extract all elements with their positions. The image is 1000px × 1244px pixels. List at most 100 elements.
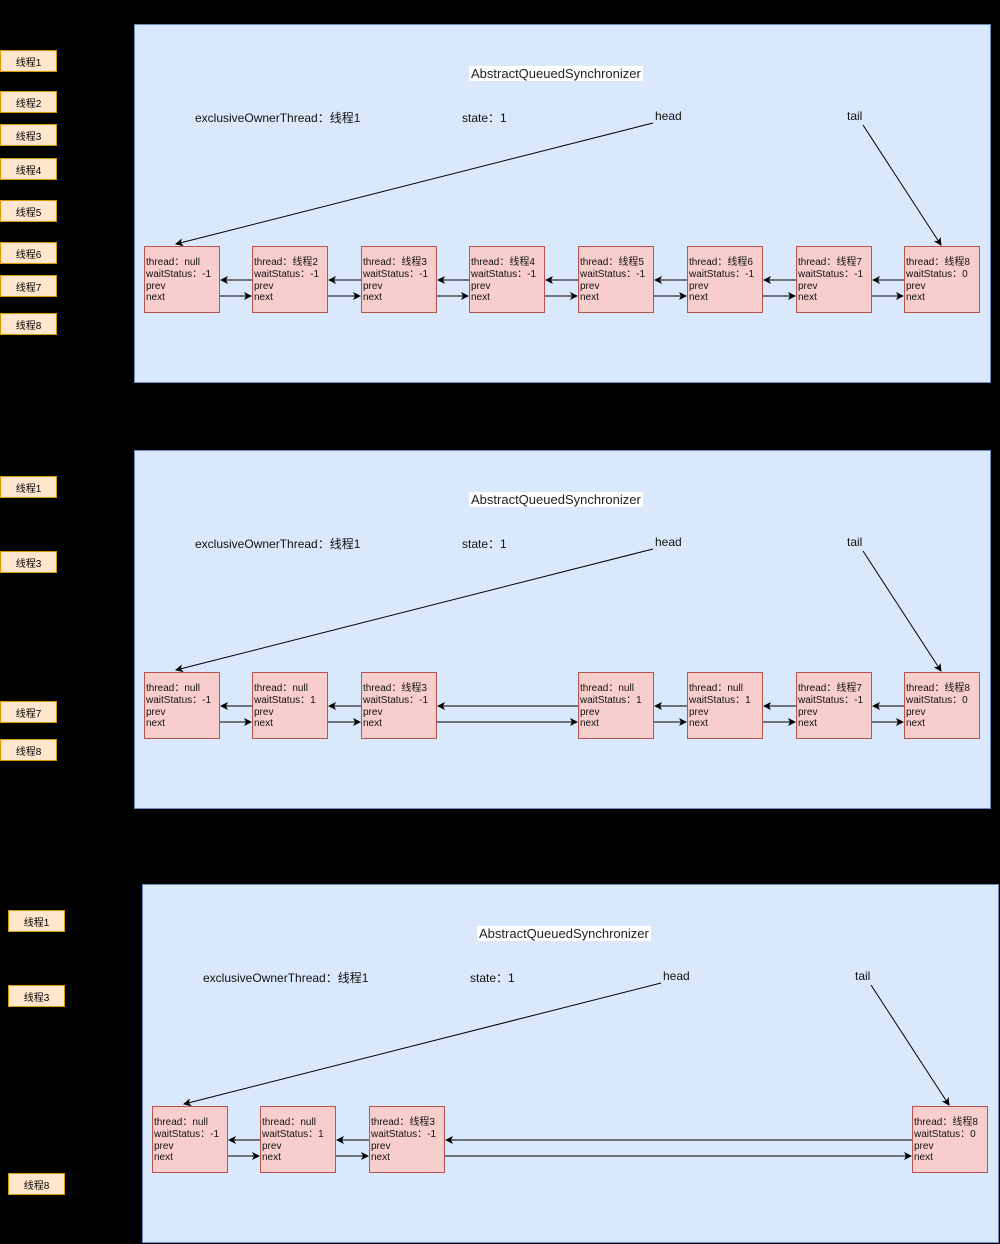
head-pointer: head xyxy=(663,969,690,983)
node-next: next xyxy=(154,1152,173,1164)
thread-label: 线程6 xyxy=(0,242,57,264)
thread-label: 线程1 xyxy=(0,476,57,498)
thread-label: thread： xyxy=(689,257,728,268)
node-next: next xyxy=(798,718,817,730)
node-next: next xyxy=(689,292,708,304)
thread-label: thread： xyxy=(580,683,619,694)
panel-title: AbstractQueuedSynchronizer xyxy=(469,66,643,81)
wait-status-value: 0 xyxy=(970,1128,976,1140)
wait-status-value: -1 xyxy=(527,268,537,280)
thread-label: thread： xyxy=(363,683,402,694)
node-prev: prev xyxy=(906,706,926,718)
wait-status-value: -1 xyxy=(210,1128,220,1140)
wait-status-label: waitStatus： xyxy=(262,1128,319,1140)
node-next: next xyxy=(689,718,708,730)
node-wait-status: waitStatus：1 xyxy=(262,1129,335,1141)
wait-status-label: waitStatus： xyxy=(580,694,637,706)
node-prev: prev xyxy=(254,280,274,292)
thread-value: 线程7 xyxy=(836,683,862,694)
wait-status-label: waitStatus： xyxy=(798,694,855,706)
head-pointer: head xyxy=(655,109,682,123)
thread-label: thread： xyxy=(146,683,185,694)
node-thread: thread：null xyxy=(580,683,653,695)
thread-label: thread： xyxy=(906,683,945,694)
thread-label: thread： xyxy=(262,1117,301,1128)
wait-status-label: waitStatus： xyxy=(689,694,746,706)
panel-title: AbstractQueuedSynchronizer xyxy=(477,926,651,941)
node-next: next xyxy=(471,292,490,304)
node-wait-status: waitStatus：0 xyxy=(914,1129,987,1141)
node-prev: prev xyxy=(471,280,491,292)
node-prev: prev xyxy=(580,280,600,292)
node-wait-status: waitStatus：-1 xyxy=(254,269,327,281)
thread-label: 线程1 xyxy=(8,910,65,932)
node-prev: prev xyxy=(798,706,818,718)
thread-value: null xyxy=(184,257,200,268)
wait-status-value: -1 xyxy=(202,268,212,280)
wait-status-value: -1 xyxy=(745,268,755,280)
thread-label: 线程3 xyxy=(0,551,57,573)
node-prev: prev xyxy=(146,706,166,718)
thread-label: thread： xyxy=(254,683,293,694)
node-thread: thread：线程8 xyxy=(906,683,979,695)
node-thread: thread：线程3 xyxy=(371,1117,444,1129)
wait-status-value: 1 xyxy=(745,694,751,706)
tail-pointer: tail xyxy=(847,109,863,123)
node-next: next xyxy=(363,292,382,304)
thread-label: thread： xyxy=(154,1117,193,1128)
node-thread: thread：线程5 xyxy=(580,257,653,269)
node-next: next xyxy=(580,718,599,730)
thread-label: 线程8 xyxy=(0,739,57,761)
node-thread: thread：线程6 xyxy=(689,257,762,269)
node-wait-status: waitStatus：-1 xyxy=(154,1129,227,1141)
node-next: next xyxy=(798,292,817,304)
thread-label: thread： xyxy=(798,683,837,694)
wait-status-value: 1 xyxy=(310,694,316,706)
wait-status-label: waitStatus： xyxy=(363,694,420,706)
wait-status-value: -1 xyxy=(419,694,429,706)
thread-label: 线程4 xyxy=(0,158,57,180)
thread-label: 线程5 xyxy=(0,200,57,222)
wait-status-value: -1 xyxy=(202,694,212,706)
thread-value: null xyxy=(292,683,308,694)
thread-label: 线程7 xyxy=(0,275,57,297)
node-prev: prev xyxy=(689,280,709,292)
exclusive-owner-thread: exclusiveOwnerThread：线程1 xyxy=(203,971,369,985)
tail-arrow xyxy=(870,984,950,1106)
wait-status-value: -1 xyxy=(636,268,646,280)
node-prev: prev xyxy=(363,706,383,718)
thread-value: 线程5 xyxy=(618,257,644,268)
wait-status-value: -1 xyxy=(310,268,320,280)
wait-status-label: waitStatus： xyxy=(906,694,963,706)
thread-label: thread： xyxy=(146,257,185,268)
thread-label: thread： xyxy=(798,257,837,268)
state-value: state：1 xyxy=(470,971,515,985)
node-wait-status: waitStatus：1 xyxy=(580,695,653,707)
node-next: next xyxy=(371,1152,390,1164)
node-thread: thread：线程2 xyxy=(254,257,327,269)
thread-label: 线程8 xyxy=(8,1173,65,1195)
wait-status-value: 0 xyxy=(962,268,968,280)
node-prev: prev xyxy=(906,280,926,292)
node-prev: prev xyxy=(363,280,383,292)
thread-value: null xyxy=(618,683,634,694)
wait-status-label: waitStatus： xyxy=(146,268,203,280)
node-prev: prev xyxy=(689,706,709,718)
node-prev: prev xyxy=(254,706,274,718)
node-wait-status: waitStatus：1 xyxy=(689,695,762,707)
state-value: state：1 xyxy=(462,111,507,125)
node-next: next xyxy=(146,292,165,304)
wait-status-value: -1 xyxy=(419,268,429,280)
thread-label: 线程2 xyxy=(0,91,57,113)
